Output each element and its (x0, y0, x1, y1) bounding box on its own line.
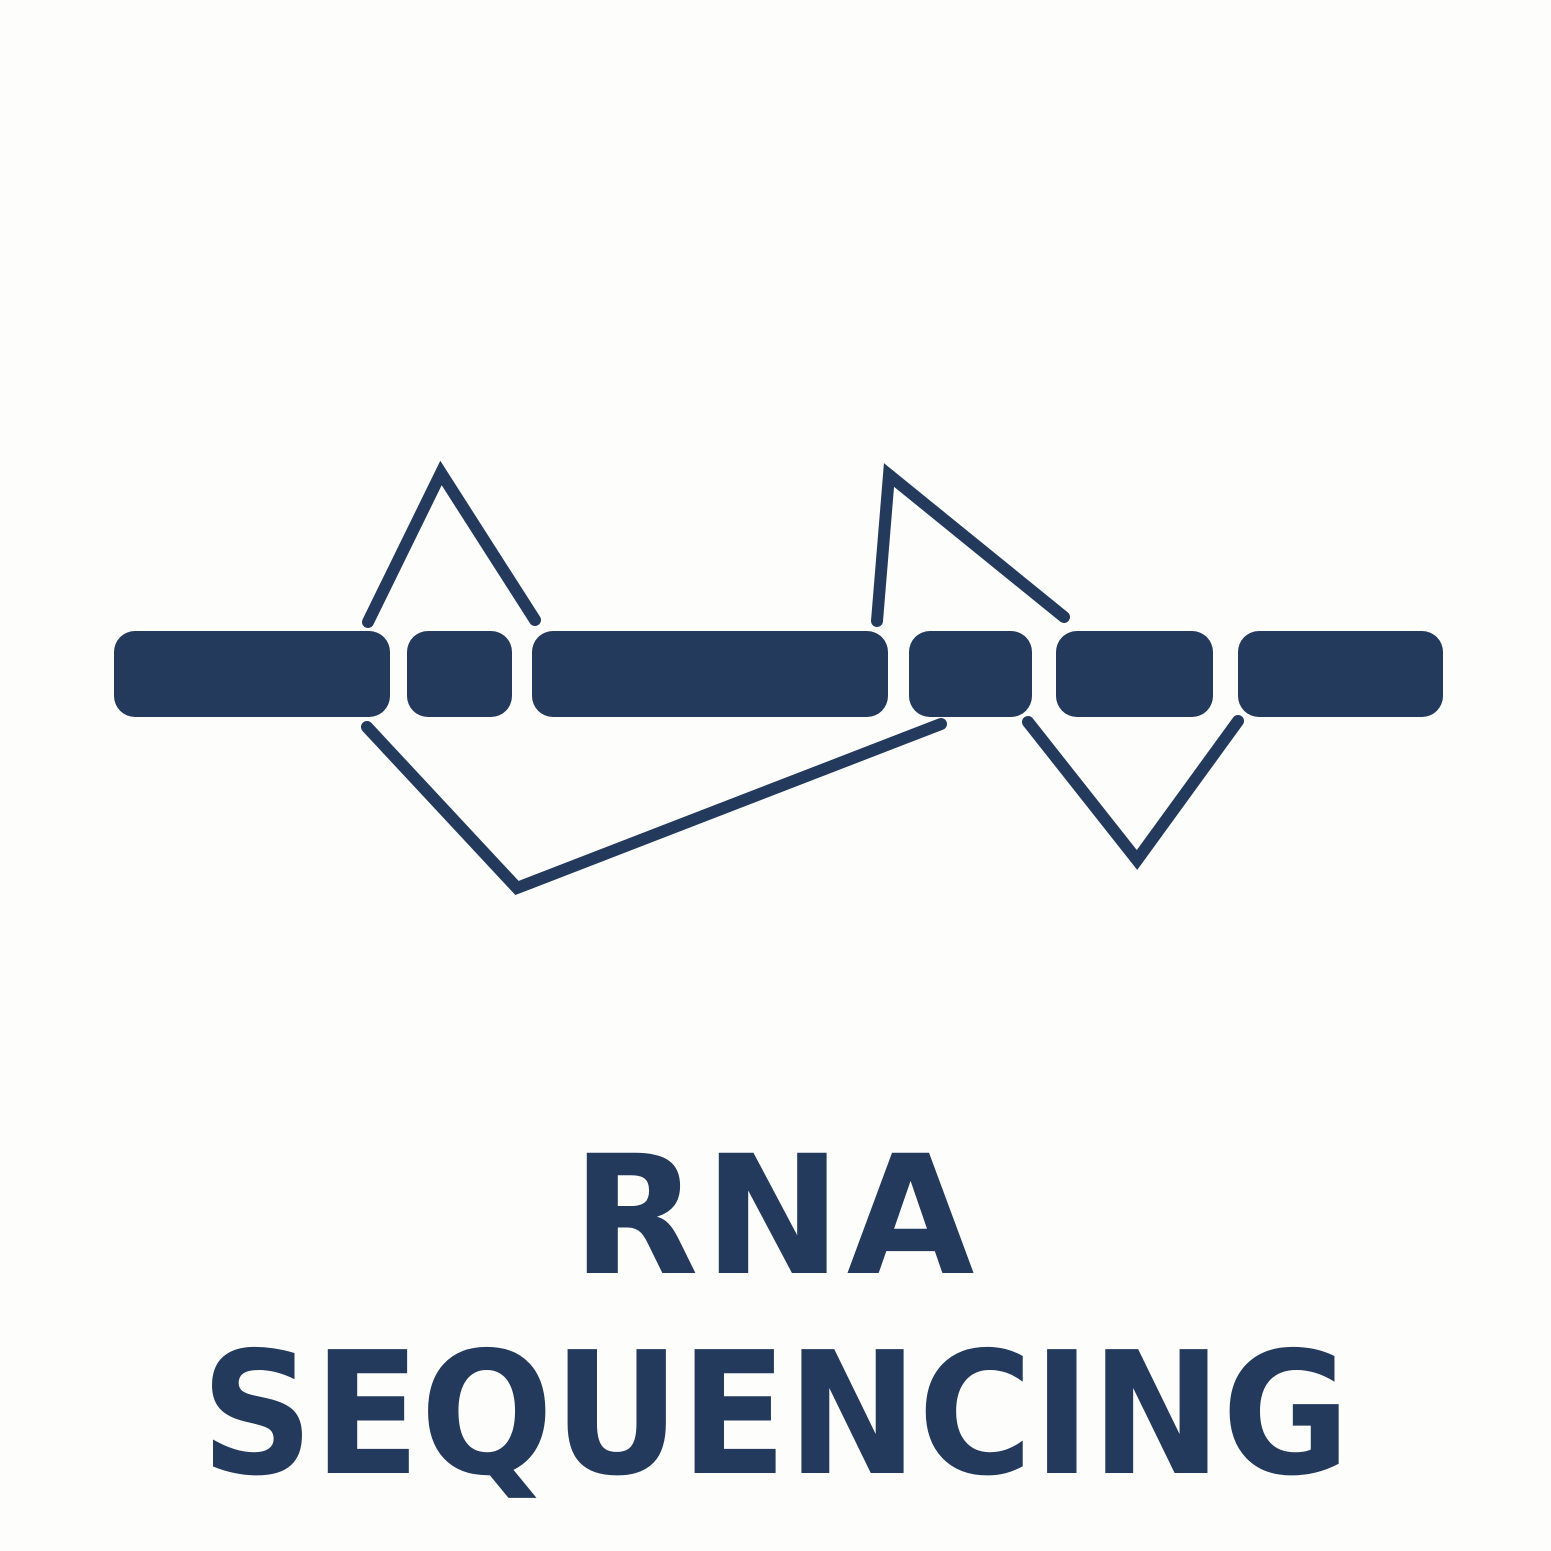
caption-line-sequencing: SEQUENCING (200, 1316, 1351, 1514)
upper-right-junction-line (871, 463, 1070, 627)
exon-segment-1 (114, 631, 390, 717)
exon-segment-6 (1238, 631, 1443, 717)
lower-left-junction-line (361, 718, 947, 896)
exon-segment-5 (1056, 631, 1213, 717)
caption-line-rna: RNA (571, 1120, 980, 1312)
exon-segment-4 (909, 631, 1032, 717)
lower-right-junction-line (1022, 715, 1244, 870)
upper-left-junction-line (362, 460, 541, 628)
exon-segment-2 (407, 631, 512, 717)
exon-segment-3 (532, 631, 888, 717)
